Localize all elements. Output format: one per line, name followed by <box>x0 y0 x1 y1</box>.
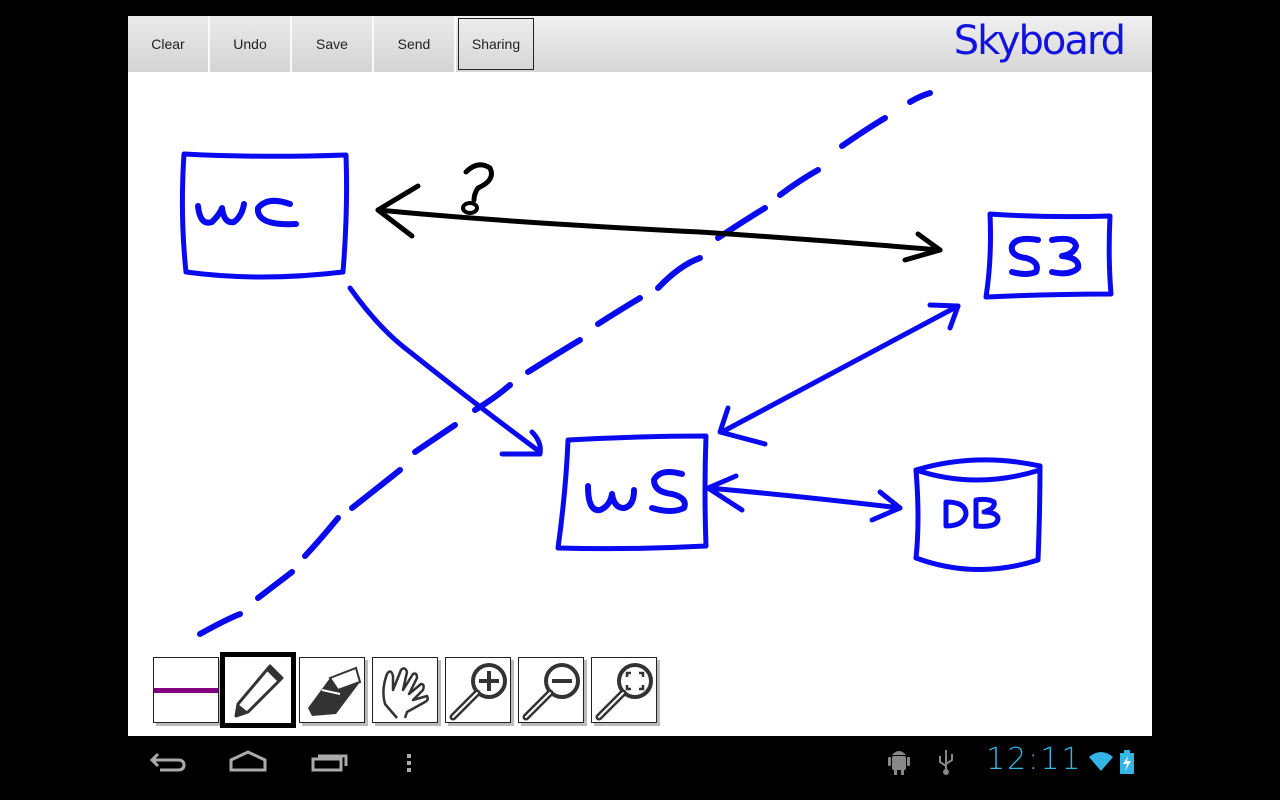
color-stroke-tool[interactable] <box>153 657 219 723</box>
android-debug-icon <box>888 751 910 775</box>
s3-node <box>983 211 1114 300</box>
save-button[interactable]: Save <box>292 16 374 72</box>
skyboard-app: Clear Undo Save Send Sharing Skyboard <box>128 16 1152 736</box>
zoom-fit-tool[interactable] <box>591 657 657 723</box>
pencil-icon <box>234 664 284 718</box>
db-node <box>913 457 1043 572</box>
pencil-tool[interactable] <box>220 652 296 728</box>
top-toolbar: Clear Undo Save Send Sharing Skyboard <box>128 16 1152 72</box>
zoom-in-icon <box>449 663 507 721</box>
eraser-icon <box>308 666 362 716</box>
zoom-out-icon <box>522 663 580 721</box>
unknown-link-arrow <box>375 162 943 263</box>
eraser-tool[interactable] <box>299 657 365 723</box>
status-clock: 12:11 <box>986 742 1083 777</box>
menu-icon[interactable] <box>404 748 414 778</box>
back-icon[interactable] <box>148 748 188 778</box>
wifi-icon <box>1089 752 1113 771</box>
sharing-button[interactable]: Sharing <box>458 18 534 70</box>
drawing-canvas[interactable] <box>128 72 1152 736</box>
wc-to-ws-arrow <box>347 285 543 457</box>
ws-s3-arrow <box>717 302 961 447</box>
recent-apps-icon[interactable] <box>310 748 350 778</box>
clear-button[interactable]: Clear <box>128 16 210 72</box>
undo-button[interactable]: Undo <box>210 16 292 72</box>
dashed-divider <box>197 90 933 637</box>
app-logo: Skyboard <box>953 18 1126 64</box>
ws-db-arrow <box>705 473 903 523</box>
zoom-fit-icon <box>595 663 653 721</box>
wc-node <box>179 151 350 280</box>
home-icon[interactable] <box>228 748 268 778</box>
zoom-in-tool[interactable] <box>445 657 511 723</box>
hand-icon <box>382 667 429 719</box>
battery-charging-icon <box>1120 750 1134 774</box>
pan-tool[interactable] <box>372 657 438 723</box>
send-button[interactable]: Send <box>374 16 456 72</box>
usb-icon <box>939 750 953 775</box>
stroke-color-swatch <box>154 687 218 693</box>
ws-node <box>555 433 709 552</box>
system-navigation-bar: 12:11 <box>128 736 1152 800</box>
zoom-out-tool[interactable] <box>518 657 584 723</box>
